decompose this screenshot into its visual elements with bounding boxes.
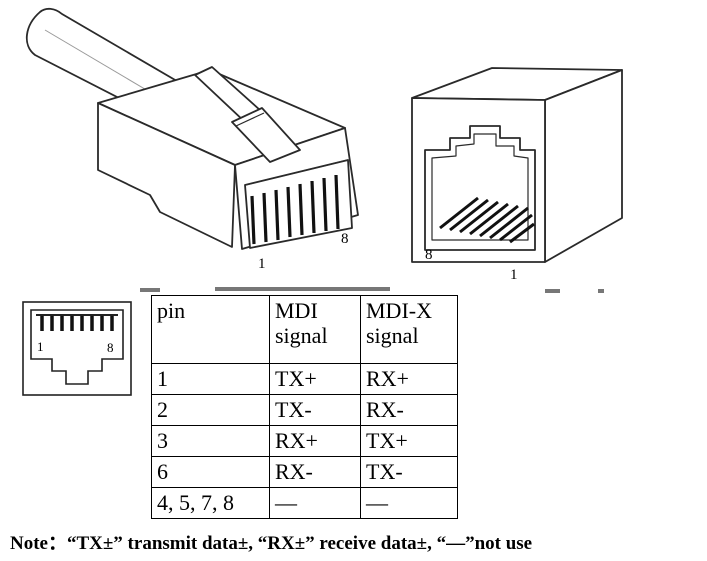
- cell-mdi: —: [269, 487, 361, 519]
- cell-mdix: —: [360, 487, 458, 519]
- cell-pin: 4, 5, 7, 8: [151, 487, 270, 519]
- table-row: 3 RX+ TX+: [151, 425, 458, 457]
- header-mdix-line2: signal: [366, 323, 419, 348]
- cell-mdi: TX-: [269, 394, 361, 426]
- rj45-illustration: 1 8 8 1: [26, 7, 623, 293]
- cell-mdi: RX+: [269, 425, 361, 457]
- header-mdix-signal: MDI-X signal: [360, 295, 458, 364]
- header-mdi-line1: MDI: [275, 298, 318, 323]
- header-mdi-signal: MDI signal: [269, 295, 361, 364]
- cell-pin: 6: [151, 456, 270, 488]
- socket-pin-8-label: 8: [107, 340, 114, 355]
- cell-mdix: RX+: [360, 363, 458, 395]
- rj45-plug: 1 8: [26, 7, 359, 272]
- cell-mdix: TX+: [360, 425, 458, 457]
- header-pin: pin: [151, 295, 270, 364]
- socket-face-icon: 1 8: [22, 301, 132, 396]
- cell-mdi: RX-: [269, 456, 361, 488]
- rj45-jack: 8 1: [411, 67, 623, 283]
- plug-pin-8-label: 8: [341, 231, 349, 247]
- pin-assignment-table: pin MDI signal MDI-X signal 1 TX+ RX+ 2 …: [151, 295, 458, 519]
- jack-pin-8-label: 8: [425, 247, 433, 263]
- cell-mdix: RX-: [360, 394, 458, 426]
- plug-pin-1-label: 1: [258, 256, 266, 272]
- cropped-caption-remnant: [140, 287, 604, 293]
- cell-pin: 3: [151, 425, 270, 457]
- header-pin-label: pin: [157, 298, 186, 323]
- cell-mdix: TX-: [360, 456, 458, 488]
- header-mdi-line2: signal: [275, 323, 328, 348]
- cell-mdi: TX+: [269, 363, 361, 395]
- table-row: 1 TX+ RX+: [151, 363, 458, 395]
- header-mdix-line1: MDI-X: [366, 298, 432, 323]
- jack-pin-1-label: 1: [510, 267, 518, 283]
- table-row: 6 RX- TX-: [151, 456, 458, 488]
- table-header-row: pin MDI signal MDI-X signal: [151, 295, 458, 364]
- cell-pin: 2: [151, 394, 270, 426]
- socket-pin-1-label: 1: [37, 339, 44, 354]
- cell-pin: 1: [151, 363, 270, 395]
- table-row: 2 TX- RX-: [151, 394, 458, 426]
- note-text: Note：“TX±” transmit data±, “RX±” receive…: [10, 533, 533, 554]
- table-row: 4, 5, 7, 8 — —: [151, 487, 458, 519]
